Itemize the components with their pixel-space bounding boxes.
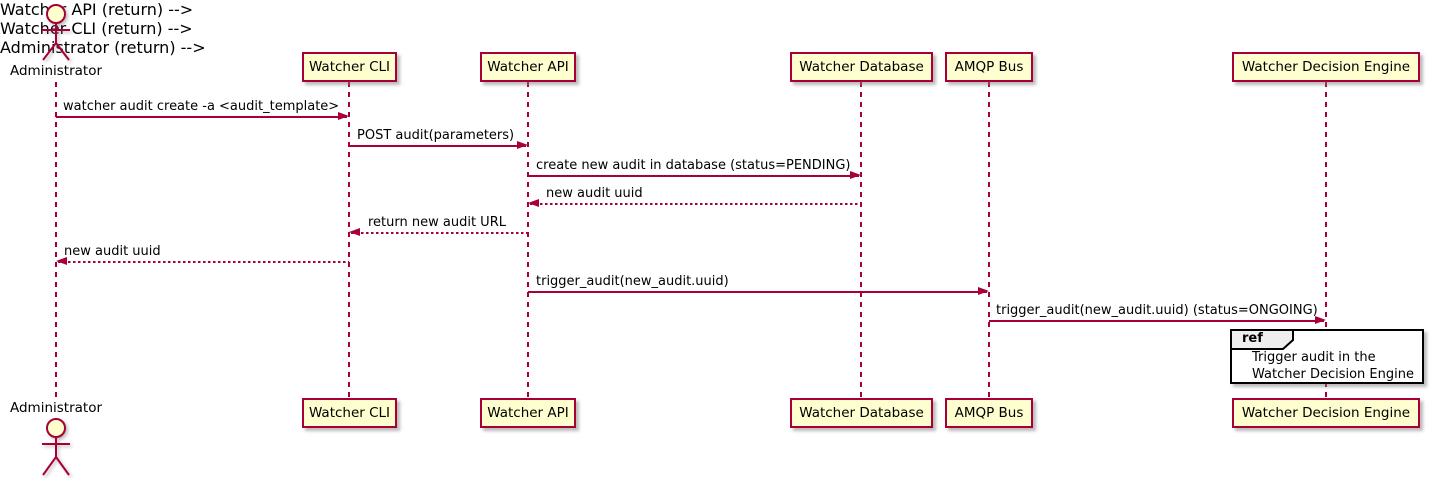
arrowhead-left-icon (56, 257, 67, 265)
message-line (56, 116, 347, 118)
ref-fragment-text: Trigger audit in the Watcher Decision En… (1252, 350, 1414, 383)
arrowhead-left-icon (528, 199, 539, 207)
actor-icon (42, 418, 70, 476)
ref-text-line2: Watcher Decision Engine (1252, 366, 1414, 382)
participant-amqp-bus-top: AMQP Bus (945, 52, 1033, 82)
actor-icon (42, 4, 70, 61)
participant-watcher-decision-engine-top: Watcher Decision Engine (1232, 52, 1420, 82)
message-label: create new audit in database (status=PEN… (536, 158, 851, 173)
message-label: return new audit URL (368, 215, 506, 230)
message-line (351, 232, 528, 234)
ref-text-line1: Trigger audit in the (1252, 350, 1376, 365)
message-label: new audit uuid (64, 244, 161, 259)
message-line (528, 175, 859, 177)
participant-watcher-api-bottom: Watcher API (480, 398, 576, 428)
message-label: trigger_audit(new_audit.uuid) (536, 274, 729, 289)
actor-administrator-bottom: Administrator (9, 400, 103, 416)
message-line (528, 291, 987, 293)
participant-watcher-cli-bottom: Watcher CLI (302, 398, 397, 428)
message-line (58, 261, 349, 263)
message-label: watcher audit create -a <audit_template> (63, 99, 340, 114)
message-label: trigger_audit(new_audit.uuid) (status=ON… (996, 303, 1318, 318)
lifeline-watcher-decision-engine (1325, 82, 1327, 398)
message-label: POST audit(parameters) (357, 128, 515, 143)
lifeline-watcher-api (527, 82, 529, 398)
ref-keyword: ref (1242, 331, 1263, 346)
lifeline-watcher-cli (348, 82, 350, 398)
arrowhead-right-icon (978, 287, 989, 295)
participant-watcher-decision-engine-bottom: Watcher Decision Engine (1232, 398, 1420, 428)
arrowhead-left-icon (349, 228, 360, 236)
ref-fragment: ref Trigger audit in the Watcher Decisio… (1230, 329, 1424, 384)
arrowhead-right-icon (1315, 316, 1326, 324)
arrowhead-right-icon (517, 141, 528, 149)
participant-amqp-bus-bottom: AMQP Bus (945, 398, 1033, 428)
participant-watcher-database-top: Watcher Database (790, 52, 933, 82)
message-label: new audit uuid (546, 186, 643, 201)
actor-administrator-top: Administrator (9, 63, 103, 79)
participant-watcher-cli-top: Watcher CLI (302, 52, 397, 82)
lifeline-watcher-database (860, 82, 862, 398)
arrowhead-right-icon (338, 112, 349, 120)
arrowhead-right-icon (850, 171, 861, 179)
lifeline-amqp-bus (988, 82, 990, 398)
lifeline-administrator (55, 82, 57, 398)
message-line (530, 203, 861, 205)
participant-watcher-database-bottom: Watcher Database (790, 398, 933, 428)
ref-tab-icon (1230, 329, 1294, 350)
participant-watcher-api-top: Watcher API (480, 52, 576, 82)
message-line (989, 320, 1324, 322)
message-line (349, 145, 526, 147)
